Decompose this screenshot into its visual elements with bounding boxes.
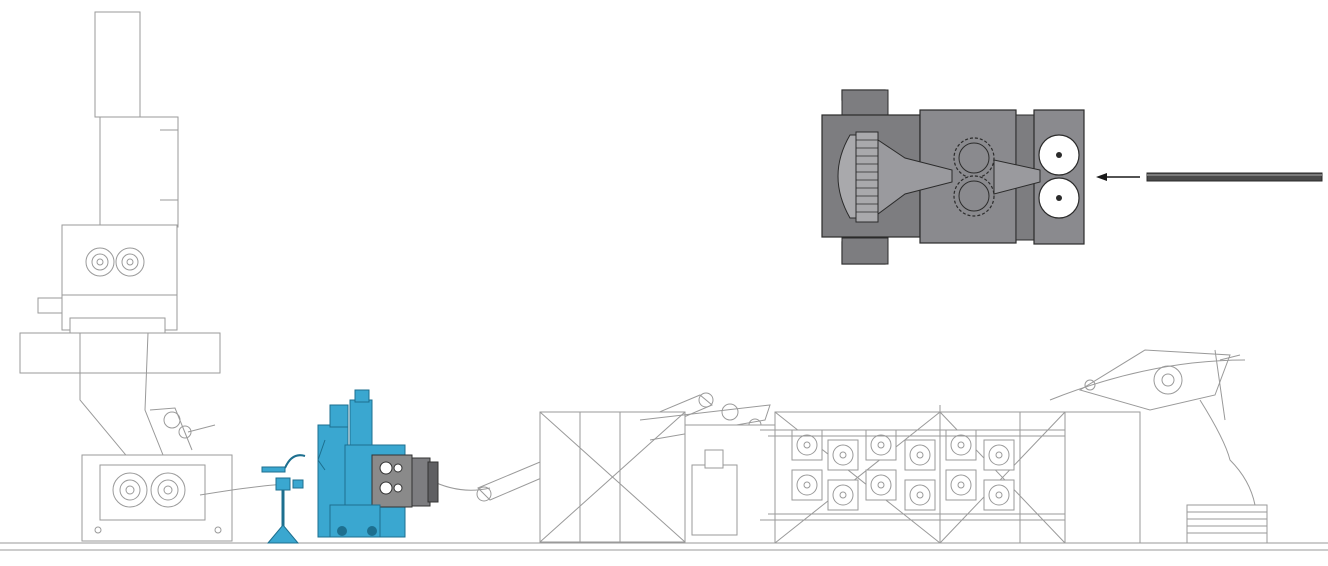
winder-section bbox=[1049, 349, 1268, 544]
conveyor-section bbox=[476, 392, 771, 543]
feed-rod bbox=[1146, 172, 1323, 182]
cross-section-detail bbox=[821, 89, 1085, 265]
arrow-left-icon bbox=[1096, 173, 1140, 181]
floor bbox=[0, 542, 1328, 551]
strand-line-2 bbox=[429, 479, 491, 491]
guide-stand bbox=[261, 454, 306, 544]
roll-grid bbox=[791, 429, 1015, 511]
extruder-tower bbox=[19, 11, 233, 542]
compounding-machine bbox=[317, 389, 439, 538]
dryer-section bbox=[684, 405, 1141, 544]
